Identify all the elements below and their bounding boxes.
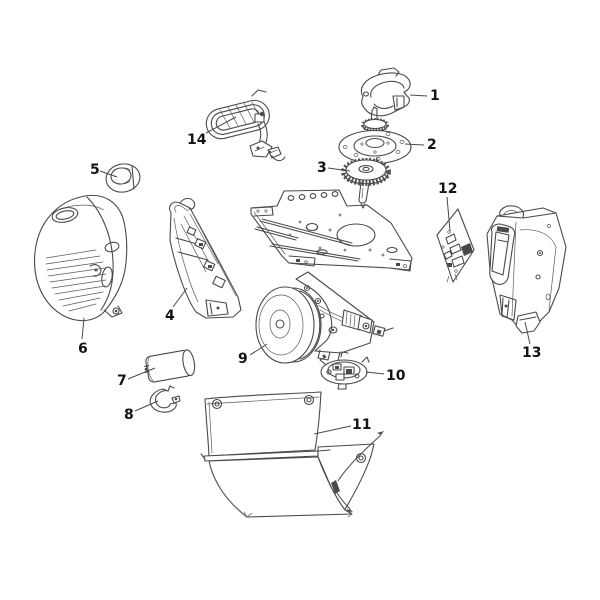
part-drawing-13 [486,205,567,334]
part-label-5: 5 [90,162,100,178]
part-label-14: 14 [187,132,207,148]
part-label-4: 4 [165,308,175,324]
part-drawing-10 [319,351,370,390]
part-drawing-3 [341,158,391,209]
part-drawing-5 [105,163,141,193]
part-drawing-6 [33,194,128,322]
part-drawing-chassis-plate [250,189,413,272]
part-label-6: 6 [78,341,88,357]
part-drawing-2 [338,106,412,167]
part-label-9: 9 [238,351,248,367]
part-drawing-4 [169,197,242,319]
part-label-11: 11 [352,417,372,433]
part-drawing-8 [149,385,181,413]
part-drawing-12 [436,208,475,283]
part-drawing-11 [200,391,384,518]
leader-lines [81,94,531,435]
part-drawing-14 [205,89,286,162]
part-label-2: 2 [427,137,437,153]
part-label-12: 12 [438,181,458,197]
part-label-1: 1 [430,88,440,104]
part-label-3: 3 [317,160,327,176]
part-label-10: 10 [386,368,406,384]
part-drawing-9 [255,271,394,364]
part-drawing-1 [360,67,411,117]
part-label-13: 13 [522,345,542,361]
part-drawing-7 [144,349,196,383]
part-label-8: 8 [124,407,134,423]
part-label-7: 7 [117,373,127,389]
